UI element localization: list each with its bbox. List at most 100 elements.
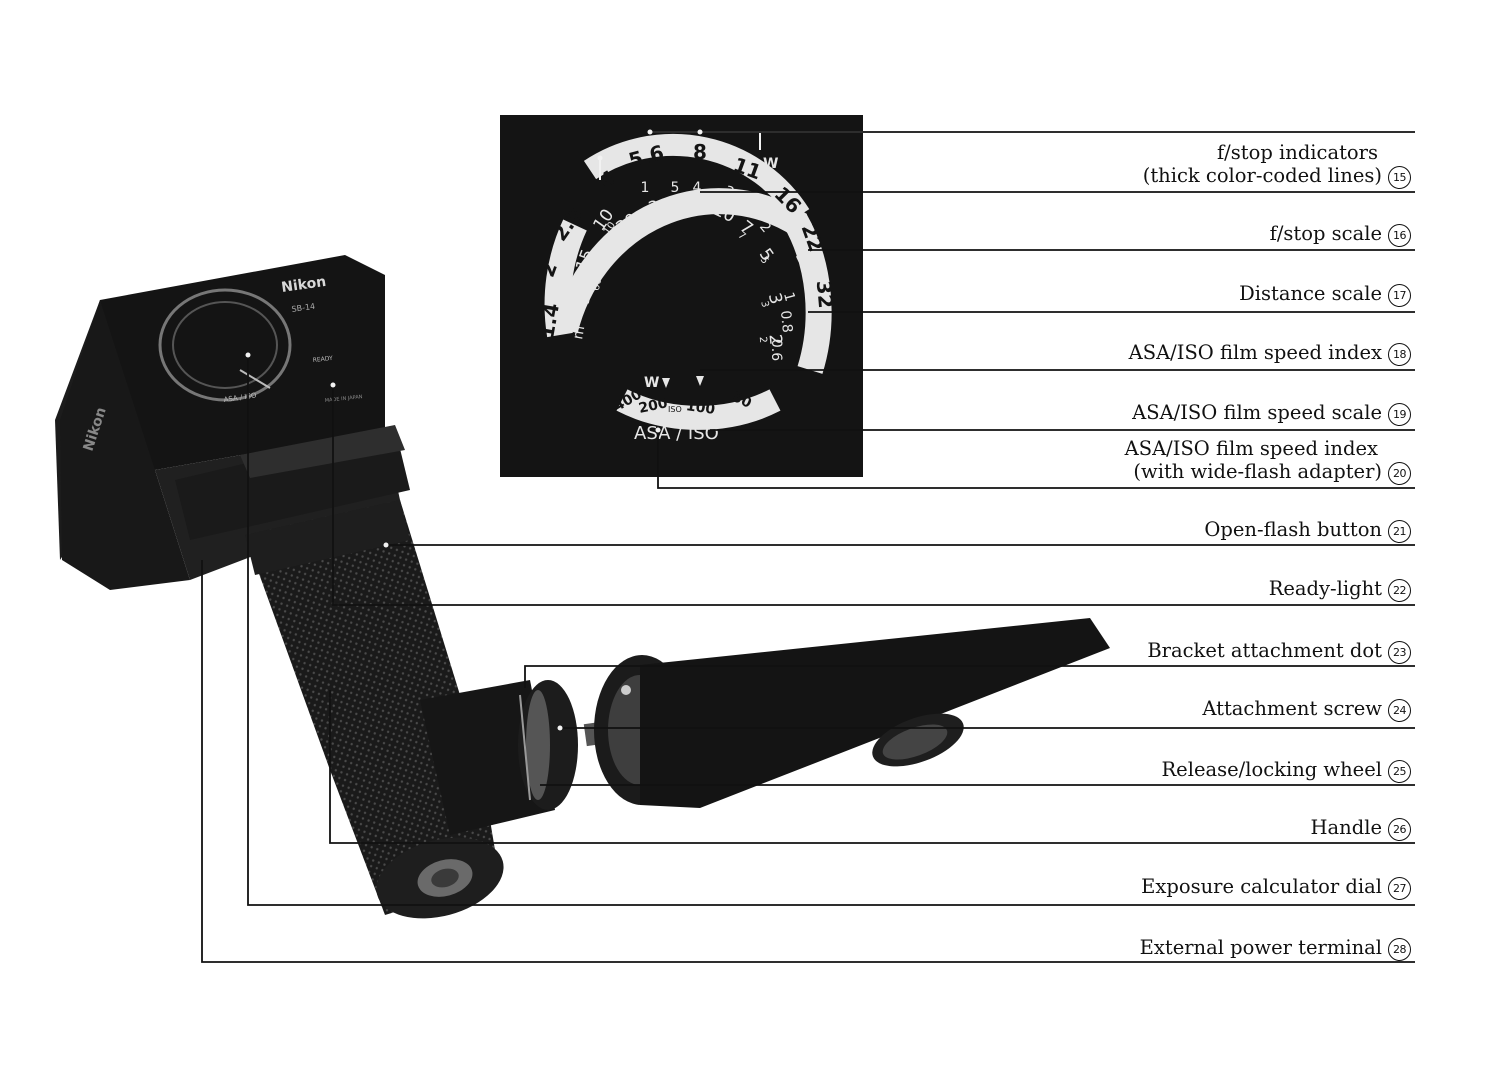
leader-line (332, 385, 1415, 606)
release-locking-wheel-shape (420, 680, 578, 835)
callout-text: Bracket attachment dot (1147, 639, 1382, 662)
callout-line: Ready-light 22 (1269, 577, 1411, 602)
callout-number-badge: 22 (1388, 579, 1411, 602)
distance-inner-label: 15 (590, 246, 605, 262)
callout-text: f/stop indicators (1216, 141, 1378, 164)
callout-label: Exposure calculator dial 27 (1141, 875, 1411, 900)
leader-dot (697, 129, 703, 135)
callout-line: ASA/ISO film speed index (1125, 437, 1411, 460)
callout-label: Bracket attachment dot 23 (1147, 639, 1411, 664)
distance-outer-label: 2 (765, 333, 786, 346)
handle-shape (245, 500, 504, 919)
dial-labels: ASA / ISO m W W ISO (570, 156, 778, 444)
callout-label: Ready-light 22 (1269, 577, 1411, 602)
leader-dot (245, 352, 251, 358)
dial-iso-mark: ISO (668, 405, 682, 414)
feet-scale-label: 0.6 (768, 339, 784, 361)
asa-value-label: 200 (637, 395, 669, 417)
callout-line: f/stop indicators (1143, 141, 1411, 164)
callout-label: Handle 26 (1311, 816, 1411, 841)
callout-label: Open-flash button 21 (1204, 518, 1411, 543)
asa-value-label: 100 (685, 398, 716, 418)
callout-text: Ready-light (1268, 577, 1382, 600)
distance-inner-label: 2 (757, 336, 769, 343)
callout-text: f/stop scale (1269, 222, 1382, 245)
callout-text: Release/locking wheel (1161, 758, 1383, 781)
dial-asa-iso-label: ASA / ISO (634, 423, 719, 444)
callout-text: ASA/ISO film speed index (1128, 341, 1382, 364)
callout-label: Attachment screw 24 (1202, 697, 1411, 722)
callout-text: Handle (1310, 816, 1382, 839)
distance-outer-label: 20 (647, 195, 672, 218)
distance-outer-label: 3 (764, 291, 786, 307)
dial-unit-m: m (570, 324, 588, 340)
feet-scale-label: 4 (693, 180, 702, 196)
callout-line: Bracket attachment dot 23 (1147, 639, 1411, 664)
callout-text: Open-flash button (1204, 518, 1382, 541)
distance-inner-label: 5 (758, 255, 771, 267)
dial-index-marks (662, 376, 704, 388)
callout-text: Distance scale (1239, 282, 1382, 305)
leader-dot (557, 725, 563, 731)
callout-number-badge: 28 (1388, 938, 1411, 961)
callout-text: ASA/ISO film speed index (1124, 437, 1378, 460)
callout-number-badge: 15 (1388, 166, 1411, 189)
leader-line (201, 560, 1415, 963)
callout-line: ASA/ISO film speed index 18 (1129, 341, 1411, 366)
distance-inner-label: 3 (758, 300, 770, 309)
bracket-shape (583, 618, 1110, 808)
callout-text: (with wide-flash adapter) (1133, 460, 1382, 483)
callout-label: f/stop indicators(thick color-coded line… (1143, 141, 1411, 189)
leader-line (657, 430, 1415, 489)
callout-line: f/stop scale 16 (1270, 222, 1411, 247)
callout-text: Attachment screw (1202, 697, 1382, 720)
device-ready-label: READY (312, 355, 333, 364)
callout-line: (with wide-flash adapter) 20 (1125, 460, 1411, 485)
callout-number-badge: 21 (1388, 520, 1411, 543)
leader-line (247, 355, 1415, 906)
dial-inset (500, 115, 865, 477)
distance-outer-label: 20 (565, 276, 589, 301)
distance-inner-label: 50 (594, 265, 607, 280)
callout-line: External power terminal 28 (1140, 936, 1411, 961)
callout-line: Attachment screw 24 (1202, 697, 1411, 722)
leader-dot (330, 382, 336, 388)
callout-number-badge: 16 (1388, 224, 1411, 247)
callout-number-badge: 24 (1388, 699, 1411, 722)
callout-number-badge: 20 (1388, 462, 1411, 485)
leader-dot (383, 542, 389, 548)
leader-dot (597, 155, 603, 161)
distance-inner-label: 7 (736, 230, 748, 243)
feet-scale-label: 1 (641, 180, 650, 196)
callout-line: Exposure calculator dial 27 (1141, 875, 1411, 900)
callout-number-badge: 26 (1388, 818, 1411, 841)
leader-lines (201, 129, 1415, 963)
callout-label: f/stop scale 16 (1270, 222, 1411, 247)
callout-number-badge: 27 (1388, 877, 1411, 900)
callout-text: External power terminal (1139, 936, 1382, 959)
callout-label: ASA/ISO film speed index(with wide-flash… (1125, 437, 1411, 485)
leader-line (524, 665, 1415, 688)
callout-text: (thick color-coded lines) (1142, 164, 1382, 187)
callout-line: Handle 26 (1311, 816, 1411, 841)
callout-number-badge: 19 (1388, 403, 1411, 426)
callout-text: Exposure calculator dial (1141, 875, 1382, 898)
asa-value-label: 50 (729, 389, 754, 412)
fstop-label: 8 (693, 140, 707, 164)
callout-line: Open-flash button 21 (1204, 518, 1411, 543)
callout-number-badge: 23 (1388, 641, 1411, 664)
feet-scale-label: 5 (671, 180, 680, 196)
callout-line: (thick color-coded lines) 15 (1143, 164, 1411, 189)
leader-dot (647, 129, 653, 135)
dial-wide-mark-top: W (763, 156, 778, 172)
feet-scale-label: 1 (780, 291, 798, 304)
callout-label: ASA/ISO film speed scale 19 (1132, 401, 1411, 426)
dial-wide-mark: W (644, 375, 659, 391)
callout-line: ASA/ISO film speed scale 19 (1132, 401, 1411, 426)
callout-text: ASA/ISO film speed scale (1132, 401, 1382, 424)
fstop-label: 32 (812, 279, 838, 309)
callout-number-badge: 18 (1388, 343, 1411, 366)
